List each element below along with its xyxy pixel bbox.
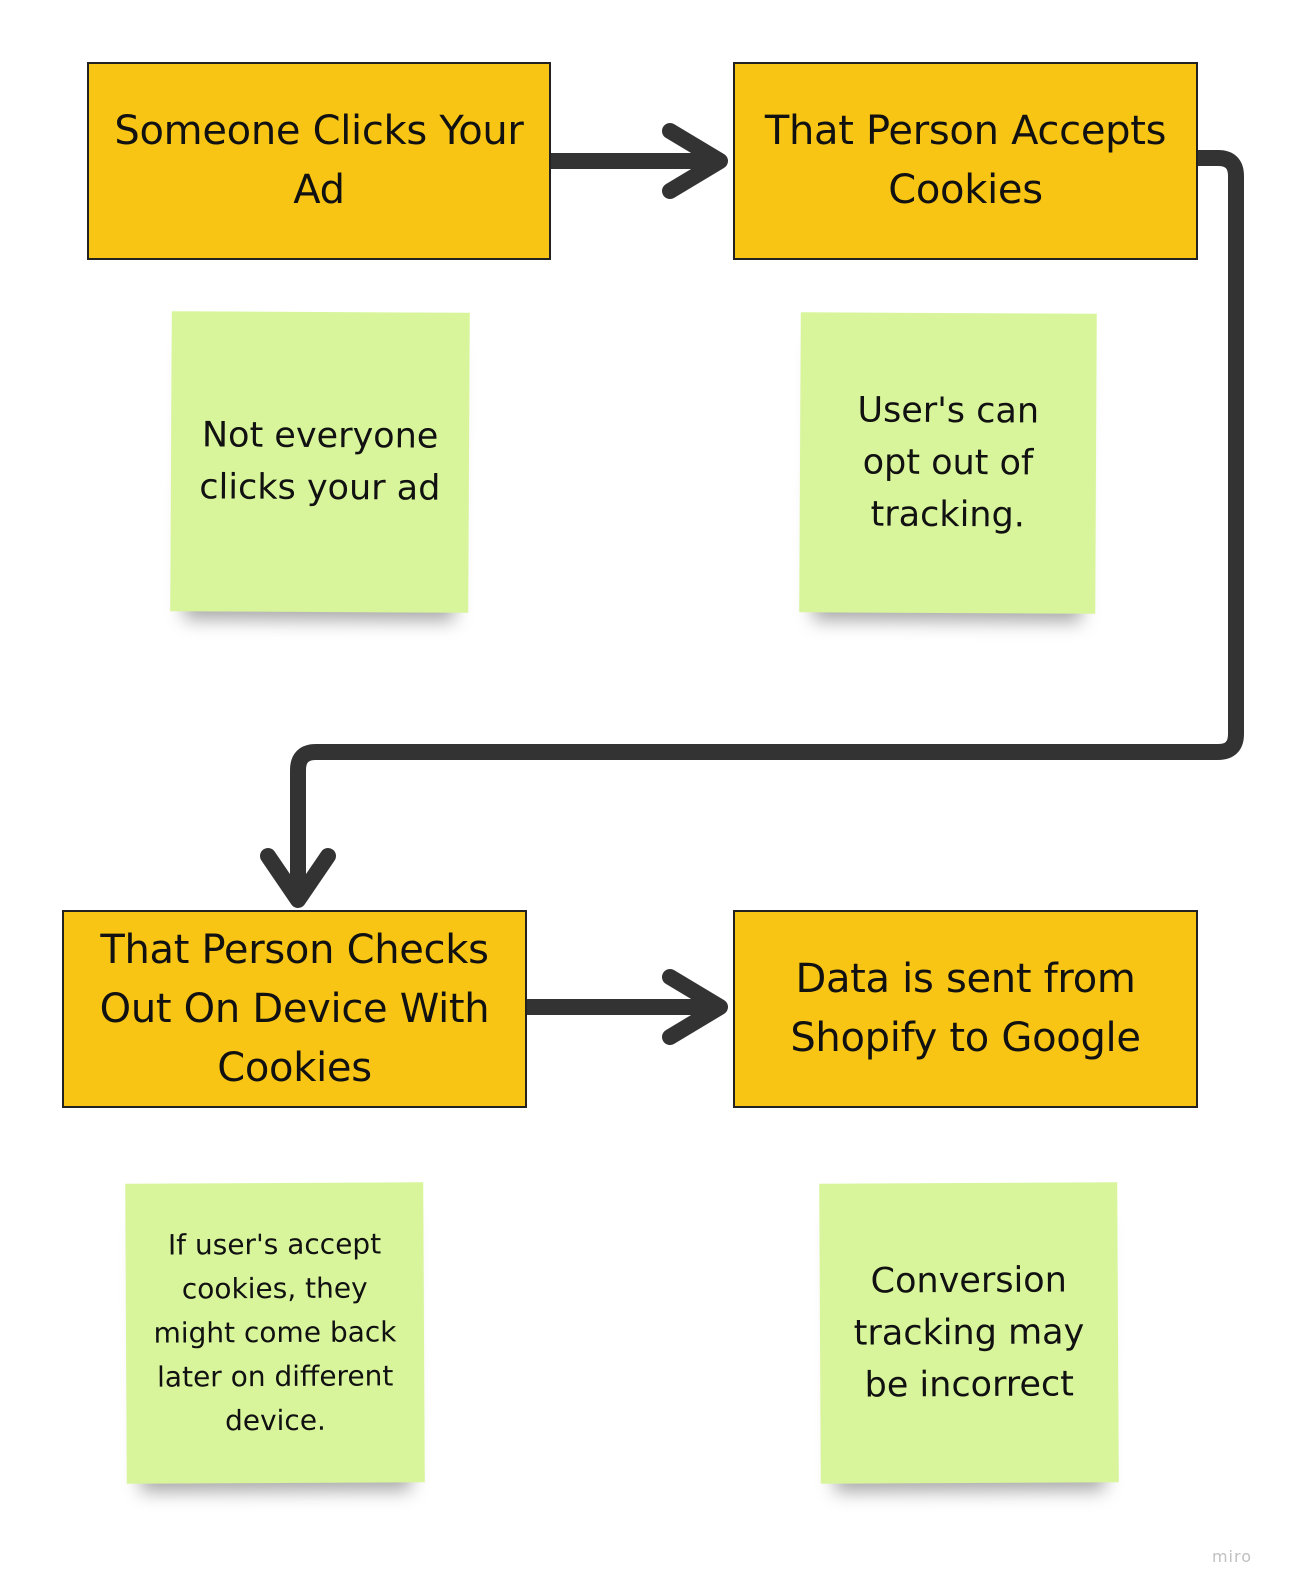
note-text: User's can opt out of tracking. xyxy=(857,390,1040,536)
sticky-note-conversion-tracking: Conversion tracking may be incorrect xyxy=(819,1182,1119,1484)
step-box-data-sent: Data is sent from Shopify to Google xyxy=(733,910,1198,1108)
sticky-note-opt-out: User's can opt out of tracking. xyxy=(799,312,1097,614)
step-text: That Person Accepts Cookies xyxy=(764,108,1167,213)
arrow-step3-to-step4 xyxy=(520,969,728,1045)
arrow-step2-to-step3 xyxy=(260,150,1244,908)
step-box-clicks-ad: Someone Clicks Your Ad xyxy=(87,62,551,260)
note-text: Conversion tracking may be incorrect xyxy=(853,1260,1085,1406)
note-text: If user's accept cookies, they might com… xyxy=(153,1227,397,1438)
miro-watermark: miro xyxy=(1211,1547,1252,1566)
note-text: Not everyone clicks your ad xyxy=(199,415,441,509)
step-text: Data is sent from Shopify to Google xyxy=(790,956,1141,1061)
step-box-accepts-cookies: That Person Accepts Cookies xyxy=(733,62,1198,260)
sticky-note-different-device: If user's accept cookies, they might com… xyxy=(125,1182,425,1484)
sticky-note-not-everyone: Not everyone clicks your ad xyxy=(170,311,470,613)
step-text: Someone Clicks Your Ad xyxy=(114,108,524,213)
arrow-step1-to-step2 xyxy=(542,123,728,199)
step-box-checks-out: That Person Checks Out On Device With Co… xyxy=(62,910,527,1108)
step-text: That Person Checks Out On Device With Co… xyxy=(99,926,490,1091)
